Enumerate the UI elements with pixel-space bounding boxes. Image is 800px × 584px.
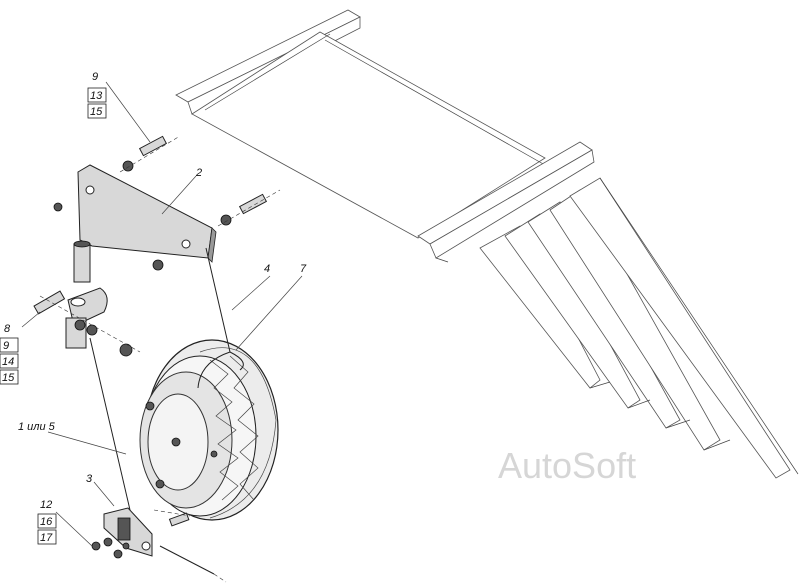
leader-lines xyxy=(21,81,303,547)
label-13: 13 xyxy=(90,90,103,102)
header-comb-teeth xyxy=(479,177,799,479)
cables xyxy=(89,247,244,511)
shaft-clamp xyxy=(33,287,141,357)
gauge-wheel xyxy=(139,339,279,521)
label-15-left: 15 xyxy=(2,372,15,384)
triangular-bracket xyxy=(73,164,217,283)
label-1-or-5: 1 или 5 xyxy=(18,421,56,433)
bracket-fasteners xyxy=(53,135,281,271)
label-15-top: 15 xyxy=(90,106,103,118)
header-frame-lower-beam xyxy=(417,141,595,263)
label-7: 7 xyxy=(300,263,307,275)
label-17: 17 xyxy=(40,532,53,544)
label-group-left: 8 9 14 15 xyxy=(0,323,19,385)
header-frame-upper-beam xyxy=(175,9,546,239)
label-16: 16 xyxy=(40,516,53,528)
label-12: 12 xyxy=(40,499,52,511)
label-8: 8 xyxy=(4,323,11,335)
label-14: 14 xyxy=(2,356,14,368)
label-2: 2 xyxy=(195,167,202,179)
label-group-top: 9 13 15 xyxy=(87,71,107,119)
label-4: 4 xyxy=(264,263,270,275)
label-3: 3 xyxy=(86,473,93,485)
label-9-top: 9 xyxy=(92,71,98,83)
watermark-text: AutoSoft xyxy=(498,445,636,486)
lower-bracket xyxy=(91,507,227,583)
label-group-bottom: 12 16 17 xyxy=(37,499,57,545)
label-9-left: 9 xyxy=(3,340,9,352)
